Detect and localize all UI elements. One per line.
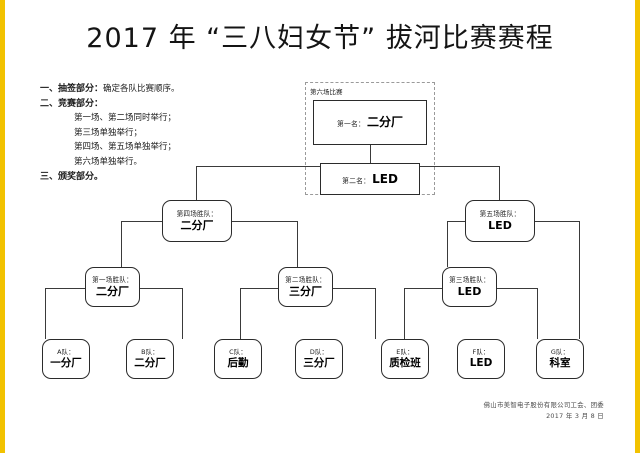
round1-winner-box[interactable]: 第一场胜队： 二分厂 bbox=[85, 267, 140, 307]
second-place-label: 第二名： bbox=[342, 176, 371, 185]
page-title: 2017 年 “三八妇女节” 拔河比赛赛程 bbox=[86, 23, 554, 54]
connector-spine-right bbox=[370, 166, 499, 167]
team-c-box[interactable]: C队： 后勤 bbox=[214, 339, 262, 379]
team-b-label: B队： bbox=[141, 347, 159, 356]
team-e-box[interactable]: E队： 质检班 bbox=[381, 339, 429, 379]
connector-q3-left-arm bbox=[404, 288, 442, 289]
team-g-value: 科室 bbox=[549, 357, 571, 370]
round5-winner-label: 第五场胜队： bbox=[479, 209, 521, 218]
team-c-value: 后勤 bbox=[227, 357, 249, 370]
connector-q3-right-arm bbox=[497, 288, 537, 289]
team-e-label: E队： bbox=[396, 347, 414, 356]
team-g-label: G队： bbox=[550, 347, 570, 356]
connector-q3-to-team-f bbox=[537, 288, 538, 339]
footer-date: 2017 年 3 月 8 日 bbox=[546, 412, 604, 420]
first-place-box[interactable]: 第一名： 二分厂 bbox=[313, 100, 427, 145]
team-d-label: D队： bbox=[309, 347, 329, 356]
note-1-text: 确定各队比赛顺序。 bbox=[103, 84, 180, 94]
team-e-value: 质检班 bbox=[389, 357, 421, 370]
connector-q1-left-arm bbox=[45, 288, 85, 289]
note-item-3: 三、颁奖部分。 bbox=[40, 170, 180, 185]
round3-winner-box[interactable]: 第三场胜队： LED bbox=[442, 267, 497, 307]
footer-organization: 佛山市美智电子股份有限公司工会、团委 bbox=[483, 401, 604, 409]
connector-semi2-right-arm bbox=[535, 221, 579, 222]
note-3-number: 三、 bbox=[40, 171, 59, 182]
note-2-line-2: 第三场单独举行； bbox=[74, 127, 143, 138]
first-place-label: 第一名： bbox=[336, 120, 365, 129]
round1-winner-value: 二分厂 bbox=[96, 284, 129, 298]
round4-winner-box[interactable]: 第四场胜队： 二分厂 bbox=[162, 200, 232, 242]
connector-semi2-to-q3 bbox=[447, 221, 448, 267]
team-f-box[interactable]: F队： LED bbox=[457, 339, 505, 379]
connector-q1-to-team-b bbox=[182, 288, 183, 339]
note-item-2: 二、竞赛部分： 第一场、第二场同时举行； 第三场单独举行； 第四场、第五场单独举… bbox=[40, 97, 180, 170]
note-3-heading: 颁奖部分。 bbox=[58, 171, 104, 182]
left-border-bar bbox=[0, 0, 5, 453]
team-b-value: 二分厂 bbox=[134, 357, 166, 370]
connector-semi1-right-arm bbox=[232, 221, 297, 222]
connector-spine-left bbox=[196, 166, 370, 167]
note-2-heading: 竞赛部分： bbox=[58, 98, 104, 109]
connector-spine-drop-left bbox=[196, 166, 197, 200]
round2-winner-label: 第二场胜队： bbox=[285, 275, 326, 284]
notes-block: 一、抽签部分：确定各队比赛顺序。 二、竞赛部分： 第一场、第二场同时举行； 第三… bbox=[40, 82, 180, 184]
team-a-value: 一分厂 bbox=[50, 357, 82, 370]
team-f-label: F队： bbox=[472, 347, 490, 356]
connector-q2-to-team-c bbox=[240, 288, 241, 339]
round5-winner-value: LED bbox=[488, 218, 512, 232]
note-1-number: 一、 bbox=[40, 84, 59, 94]
note-2-line-4: 第六场单独举行。 bbox=[74, 156, 143, 167]
connector-q3-to-team-e bbox=[404, 288, 405, 339]
connector-semi1-left-arm bbox=[121, 221, 196, 222]
note-2-number: 二、 bbox=[40, 98, 59, 109]
team-b-box[interactable]: B队： 二分厂 bbox=[126, 339, 174, 379]
connector-q2-left-arm bbox=[240, 288, 278, 289]
connector-final-to-second bbox=[370, 145, 371, 167]
team-c-label: C队： bbox=[229, 347, 247, 356]
round1-winner-label: 第一场胜队： bbox=[92, 275, 133, 284]
connector-q2-right-arm bbox=[333, 288, 375, 289]
second-place-value: LED bbox=[372, 171, 398, 186]
final-match-group-label: 第六场比赛 bbox=[310, 88, 343, 96]
note-1-heading: 抽签部分： bbox=[58, 84, 104, 94]
connector-spine-drop-right bbox=[499, 166, 500, 200]
team-a-box[interactable]: A队： 一分厂 bbox=[42, 339, 90, 379]
connector-semi1-to-q2 bbox=[297, 221, 298, 267]
connector-semi2-to-team-g bbox=[579, 221, 580, 339]
round2-winner-box[interactable]: 第二场胜队： 三分厂 bbox=[278, 267, 333, 307]
connector-q2-to-team-d bbox=[375, 288, 376, 339]
round5-winner-box[interactable]: 第五场胜队： LED bbox=[465, 200, 535, 242]
team-a-label: A队： bbox=[57, 347, 75, 356]
round4-winner-value: 二分厂 bbox=[180, 218, 214, 232]
connector-q1-right-arm bbox=[140, 288, 182, 289]
connector-q1-to-team-a bbox=[45, 288, 46, 339]
round3-winner-label: 第三场胜队： bbox=[449, 275, 490, 284]
note-2-line-3: 第四场、第五场单独举行； bbox=[74, 142, 177, 153]
team-d-box[interactable]: D队： 三分厂 bbox=[295, 339, 343, 379]
team-f-value: LED bbox=[469, 357, 493, 370]
round3-winner-value: LED bbox=[457, 284, 482, 298]
round4-winner-label: 第四场胜队： bbox=[176, 209, 218, 218]
round2-winner-value: 三分厂 bbox=[289, 284, 322, 298]
team-d-value: 三分厂 bbox=[303, 357, 335, 370]
first-place-value: 二分厂 bbox=[366, 115, 403, 130]
second-place-box[interactable]: 第二名： LED bbox=[320, 163, 420, 195]
connector-semi1-to-q1 bbox=[121, 221, 122, 267]
note-2-line-1: 第一场、第二场同时举行； bbox=[74, 113, 177, 124]
right-border-bar bbox=[635, 0, 640, 453]
team-g-box[interactable]: G队： 科室 bbox=[536, 339, 584, 379]
footer-block: 佛山市美智电子股份有限公司工会、团委 2017 年 3 月 8 日 bbox=[484, 400, 604, 422]
note-item-1: 一、抽签部分：确定各队比赛顺序。 bbox=[40, 82, 180, 97]
